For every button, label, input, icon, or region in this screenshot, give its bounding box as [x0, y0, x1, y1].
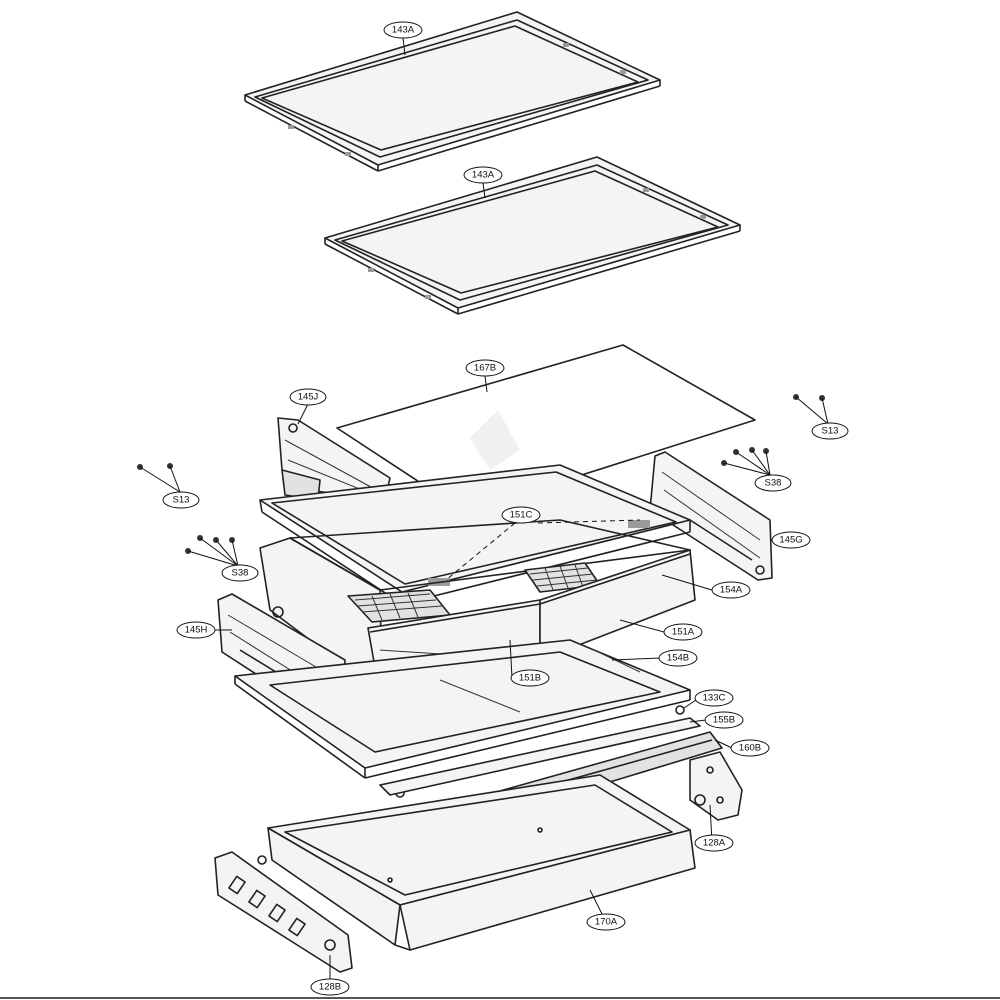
callout-screws-right: S38: [754, 474, 792, 492]
svg-text:S13: S13: [822, 426, 839, 437]
drawer-base: [234, 639, 691, 779]
callout-drawer-base: 154B: [658, 649, 698, 667]
callout-drawer-front: 151B: [510, 669, 550, 687]
svg-text:S13: S13: [173, 495, 190, 506]
svg-text:154A: 154A: [720, 585, 743, 596]
svg-text:154B: 154B: [667, 653, 689, 664]
svg-text:143A: 143A: [392, 25, 415, 36]
callout-glass-shelf-top: 143A: [383, 21, 423, 39]
callout-glass-shelf-second: 143A: [463, 166, 503, 184]
svg-text:160B: 160B: [739, 743, 761, 754]
callout-side-rail-left: 145J: [289, 388, 327, 406]
svg-text:155B: 155B: [713, 715, 735, 726]
svg-text:167B: 167B: [474, 363, 496, 374]
callout-drawer-assembly: 151A: [663, 623, 703, 641]
screws-s13-left: [137, 463, 181, 493]
screws-s13-right: [793, 394, 829, 425]
svg-text:145J: 145J: [298, 392, 319, 403]
callout-screws-left-lower: S38: [221, 564, 259, 582]
svg-text:145H: 145H: [185, 625, 208, 636]
svg-text:133C: 133C: [703, 693, 726, 704]
svg-text:128B: 128B: [319, 982, 341, 993]
bracket-right: [689, 751, 743, 821]
svg-text:151A: 151A: [672, 627, 695, 638]
callout-bracket-right: 128A: [694, 834, 734, 852]
callout-side-rail-right: 145G: [771, 531, 811, 549]
svg-text:151C: 151C: [510, 510, 533, 521]
bracket-left: [214, 851, 353, 973]
svg-text:S38: S38: [765, 478, 782, 489]
drawer-cover: [259, 464, 691, 605]
callout-side-rail-left-lower: 145H: [176, 621, 216, 639]
svg-text:S38: S38: [232, 568, 249, 579]
callout-handle-bar: 160B: [730, 739, 770, 757]
callout-bracket-left: 128B: [310, 978, 350, 996]
svg-text:170A: 170A: [595, 917, 618, 928]
callout-rail-pin: 155B: [704, 711, 744, 729]
callout-cover-sheet: 167B: [465, 359, 505, 377]
callout-screws-left-upper: S13: [162, 491, 200, 509]
callout-screws-top-right: S13: [811, 422, 849, 440]
svg-text:128A: 128A: [703, 838, 726, 849]
svg-text:151B: 151B: [519, 673, 541, 684]
bottom-tray: [267, 774, 696, 951]
screws-s38-left: [185, 535, 239, 567]
callout-roller: 133C: [694, 689, 734, 707]
glass-shelf-top: [244, 11, 661, 172]
callout-center-bracket: 151C: [501, 506, 541, 524]
callout-drawer-cover: 154A: [711, 581, 751, 599]
svg-text:143A: 143A: [472, 170, 495, 181]
leader-lines: [214, 37, 772, 987]
screws-s38-right: [721, 447, 771, 476]
svg-text:145G: 145G: [779, 535, 802, 546]
callout-bottom-tray: 170A: [586, 913, 626, 931]
glass-shelf-second: [324, 156, 741, 315]
